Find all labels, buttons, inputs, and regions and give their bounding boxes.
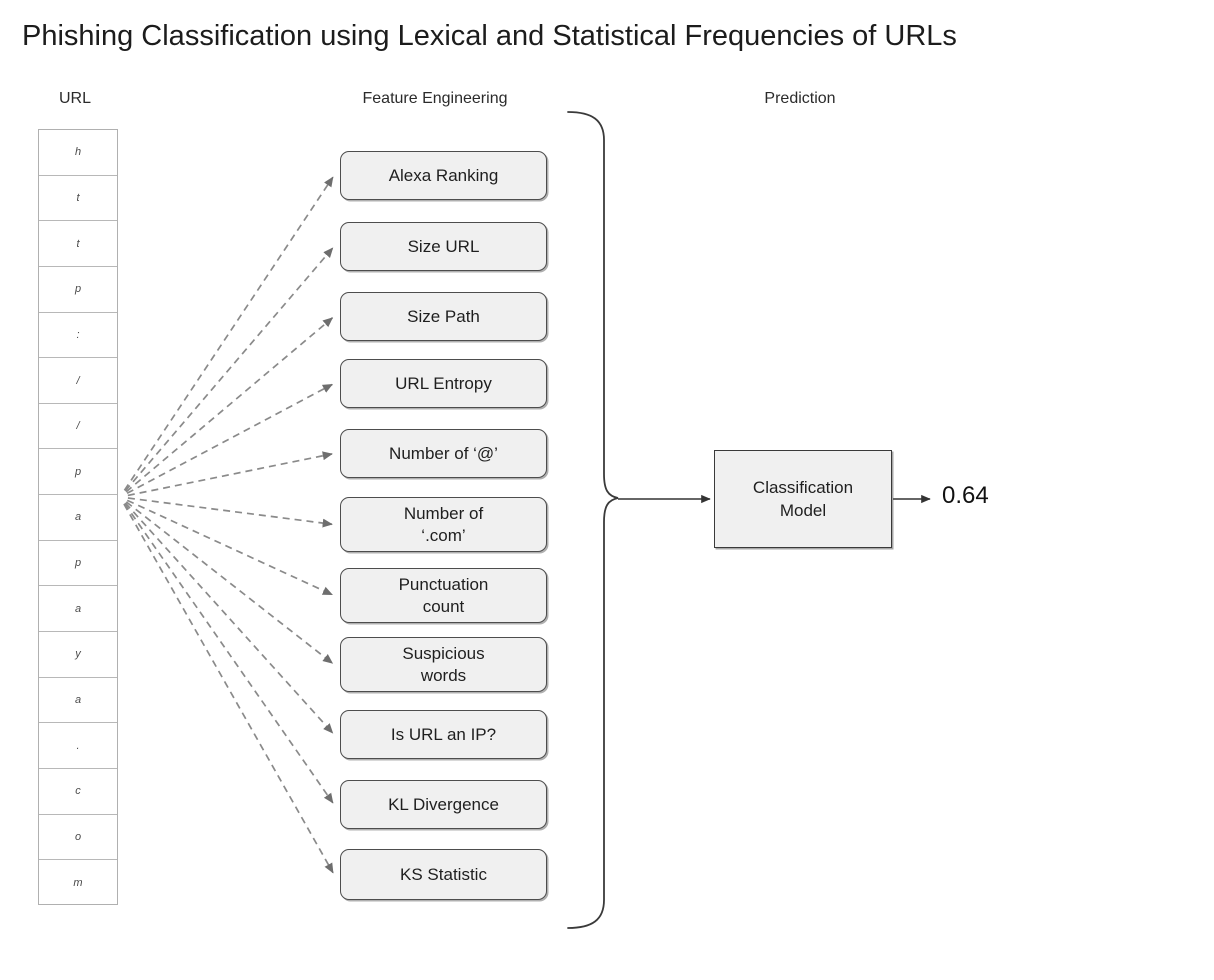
- url-character-cell: t: [39, 176, 117, 222]
- url-character-cell: p: [39, 541, 117, 587]
- feature-box[interactable]: Number of‘.com’: [340, 497, 547, 552]
- url-to-feature-arrow: [125, 501, 334, 664]
- url-character-cell: a: [39, 678, 117, 724]
- column-header-url: URL: [58, 90, 91, 107]
- url-character-cell: y: [39, 632, 117, 678]
- url-to-feature-arrow: [127, 497, 333, 528]
- url-to-feature-arrow: [123, 176, 334, 491]
- url-to-feature-arrow: [125, 317, 334, 493]
- url-character-cell: p: [39, 449, 117, 496]
- url-character-cell: /: [39, 404, 117, 450]
- prediction-value: 0.64: [942, 482, 989, 509]
- url-to-feature-arrow: [127, 451, 333, 497]
- feature-box-label: Size Path: [407, 306, 480, 326]
- url-character-cell: m: [73, 877, 83, 890]
- url-character-cell: c: [39, 769, 117, 815]
- feature-box[interactable]: URL Entropy: [340, 359, 547, 408]
- feature-box[interactable]: KS Statistic: [340, 849, 547, 900]
- feature-box-label: KS Statistic: [400, 864, 487, 884]
- feature-box[interactable]: Size Path: [340, 292, 547, 341]
- feature-box-label: Is URL an IP?: [390, 724, 497, 744]
- column-header-prediction: Prediction: [764, 90, 836, 107]
- feature-box[interactable]: Number of ‘@’: [340, 429, 547, 478]
- feature-box-label: Number of ‘@’: [389, 443, 498, 463]
- feature-box[interactable]: KL Divergence: [340, 780, 547, 829]
- column-header-feature-engineering: Feature Engineering: [362, 90, 508, 107]
- feature-box-label: Alexa Ranking: [388, 165, 499, 185]
- feature-collector-brace: [567, 111, 619, 929]
- feature-box[interactable]: Alexa Ranking: [340, 151, 547, 200]
- url-to-feature-arrow: [126, 499, 333, 596]
- url-character-cell: o: [39, 815, 117, 861]
- feature-box-label: Number of‘.com’: [403, 503, 484, 545]
- url-character-cell: a: [39, 586, 117, 633]
- page-title: Phishing Classification using Lexical an…: [22, 20, 957, 52]
- feature-box-label: URL Entropy: [395, 373, 492, 393]
- url-character-cell: t: [39, 221, 117, 267]
- url-character-cell: .: [39, 723, 117, 769]
- url-character-cell: h: [39, 130, 117, 176]
- feature-box-label: KL Divergence: [388, 794, 499, 814]
- url-to-feature-arrow: [123, 503, 334, 804]
- feature-box[interactable]: Is URL an IP?: [340, 710, 547, 759]
- feature-box[interactable]: Size URL: [340, 222, 547, 271]
- feature-box-label: Size URL: [407, 236, 480, 256]
- url-character-cell: a: [39, 495, 117, 541]
- url-character-cell: :: [39, 313, 117, 359]
- url-to-feature-arrow: [124, 247, 334, 492]
- url-to-feature-arrow: [126, 383, 333, 495]
- url-character-cell: /: [39, 358, 117, 404]
- feature-fan-arrows: [123, 176, 334, 874]
- url-to-feature-arrow: [124, 502, 334, 734]
- url-to-feature-arrow: [123, 503, 334, 874]
- url-character-cell: p: [39, 267, 117, 313]
